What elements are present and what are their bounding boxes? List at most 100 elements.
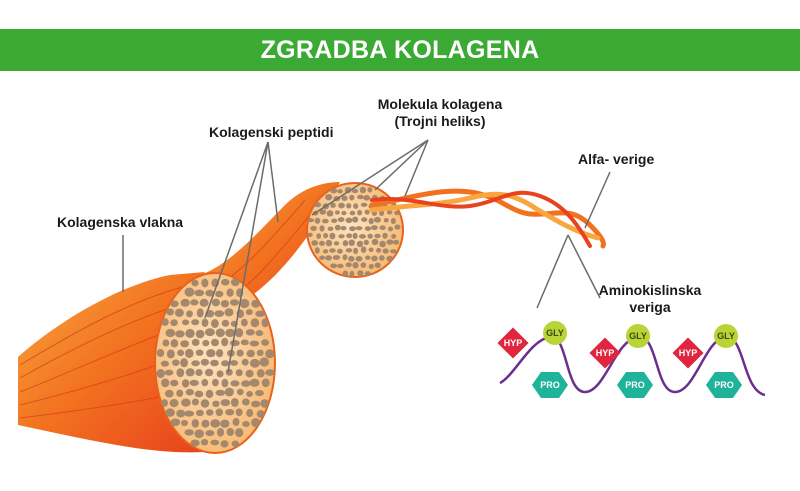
peptide-granule (390, 217, 396, 225)
peptide-granule (359, 234, 366, 239)
peptide-granule (190, 439, 200, 447)
peptide-granule (170, 339, 179, 348)
peptide-granule (332, 255, 340, 260)
peptide-granule (215, 328, 225, 338)
peptide-granule (311, 240, 319, 246)
peptide-granule (229, 299, 240, 306)
peptide-granule (337, 248, 343, 254)
label-collagen-peptides: Kolagenski peptidi (209, 124, 334, 140)
peptide-granule (256, 369, 265, 378)
gly-label-2: GLY (629, 331, 647, 341)
collagen-fiber-bundle (18, 272, 205, 453)
peptide-granule (205, 289, 215, 297)
hyp-label-2: HYP (596, 348, 615, 358)
peptide-granule (235, 328, 244, 338)
peptide-granule (368, 247, 374, 253)
peptide-granule (359, 186, 366, 194)
peptide-granule (259, 357, 270, 367)
peptide-granule (374, 233, 381, 239)
peptide-granule (211, 319, 219, 328)
peptide-granule (389, 249, 397, 254)
amino-acid-text: HYP HYP HYP GLY GLY GLY PRO PRO PRO (504, 328, 735, 390)
peptide-granule (356, 240, 364, 248)
peptide-granule (368, 217, 374, 225)
peptide-granule (337, 217, 345, 223)
peptide-granule (251, 400, 261, 408)
peptide-granule (195, 349, 204, 356)
diagram-title: ZGRADBA KOLAGENA (260, 35, 540, 64)
peptide-granule (162, 339, 170, 347)
peptide-granule (345, 217, 353, 224)
peptide-granule (342, 270, 349, 277)
peptide-granule (260, 399, 270, 408)
peptide-granule (361, 217, 368, 223)
peptide-granule (360, 262, 367, 268)
peptide-granule (195, 329, 205, 339)
gly-circle-2 (626, 324, 650, 348)
peptide-granule (349, 226, 356, 232)
peptide-granule (341, 210, 347, 216)
peptide-granule (170, 319, 178, 327)
peptide-granule (166, 308, 175, 316)
peptide-granule (212, 378, 219, 387)
peptide-granule (186, 310, 193, 318)
pro-label-1: PRO (540, 380, 560, 390)
peptide-granule (348, 255, 355, 262)
peptide-granule (172, 359, 180, 367)
peptide-granule (387, 226, 394, 232)
peptide-granule (216, 428, 225, 437)
peptide-granule (180, 340, 190, 348)
peptide-granule (241, 358, 249, 366)
peptide-granule (249, 378, 260, 387)
peptide-granule (344, 187, 352, 194)
peptide-granule (231, 440, 239, 447)
peptide-granule (204, 368, 214, 377)
peptide-granule (370, 225, 378, 231)
peptide-granule (355, 255, 363, 262)
peptide-granule (239, 298, 250, 309)
peptide-granule (221, 378, 229, 388)
peptide-granule (177, 349, 185, 357)
peptide-granule (204, 328, 215, 337)
peptide-granule (236, 388, 244, 396)
peptide-granule (373, 216, 381, 223)
peptide-granule (156, 369, 165, 378)
peptide-granule (379, 225, 386, 231)
peptide-granule (256, 410, 265, 418)
peptide-granule (189, 379, 199, 386)
peptide-granule (345, 248, 353, 253)
peptide-granule (338, 202, 345, 209)
peptide-granule (185, 388, 194, 396)
peptide-granule (199, 298, 209, 307)
label-collagen-molecule-line1: Molekula kolagena (377, 96, 503, 112)
label-collagen-molecule-line2: (Trojni heliks) (394, 113, 486, 129)
peptide-granule (351, 188, 359, 194)
peptide-granule (245, 369, 254, 378)
peptide-granule (352, 232, 358, 239)
gly-circle-3 (714, 324, 738, 348)
peptide-granule (169, 399, 179, 408)
peptide-granule (221, 319, 230, 327)
title-banner: ZGRADBA KOLAGENA (0, 29, 800, 71)
peptide-granule (156, 349, 165, 357)
peptide-granule (221, 278, 230, 286)
label-amino-acid-chain-line2: veriga (629, 299, 671, 315)
peptide-granule (191, 279, 199, 287)
peptide-granule (393, 239, 400, 245)
peptide-granule (342, 240, 349, 247)
peptide-granule (325, 239, 333, 247)
peptide-granule (345, 262, 352, 268)
peptide-granule (265, 369, 275, 376)
peptide-granule (210, 359, 219, 367)
peptide-granule (394, 224, 401, 230)
peptide-granule (314, 247, 320, 254)
peptide-granule (367, 187, 373, 193)
peptide-granule (323, 232, 329, 239)
peptide-granule (261, 339, 269, 346)
peptide-granule (255, 310, 265, 317)
label-collagen-fibers: Kolagenska vlakna (57, 214, 184, 230)
peptide-granule (322, 249, 329, 254)
peptide-granule (374, 262, 381, 269)
peptide-granule (325, 255, 332, 261)
